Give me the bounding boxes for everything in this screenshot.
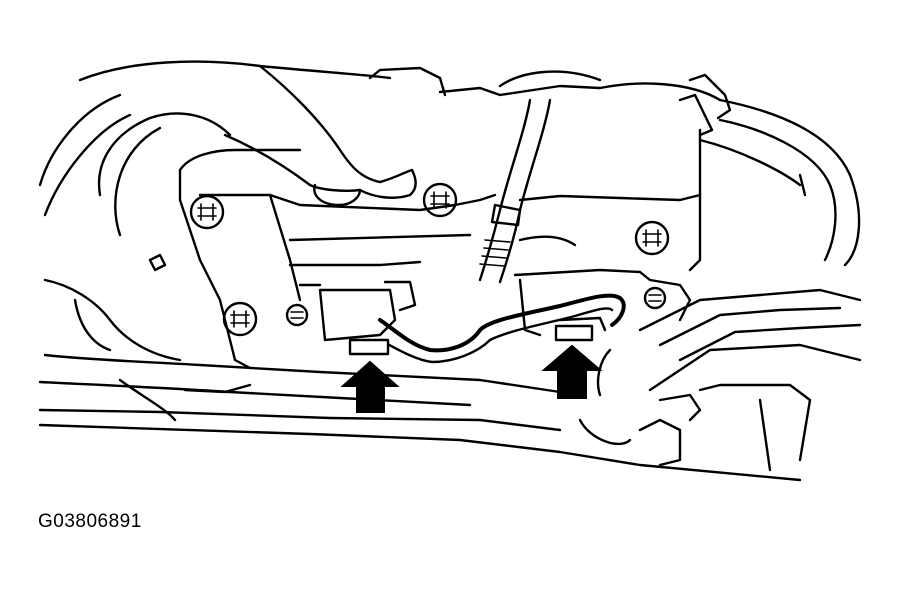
up-arrow-icon xyxy=(541,344,603,399)
right-hose xyxy=(678,73,861,267)
bolt-1 xyxy=(189,194,225,230)
bolt-2 xyxy=(422,182,458,218)
harness-clip-right xyxy=(554,316,607,342)
lower-crossmember xyxy=(38,353,802,482)
right-housing xyxy=(513,128,807,337)
bolt-4 xyxy=(222,301,258,337)
upper-hose xyxy=(223,64,417,207)
bolt-3 xyxy=(634,220,670,256)
harness-clip-left xyxy=(318,280,417,356)
lower-right-assembly xyxy=(578,288,862,472)
left-lower-details xyxy=(43,253,182,362)
up-arrow-icon xyxy=(340,360,400,413)
bolt-6 xyxy=(643,286,667,310)
harness-routing xyxy=(378,293,626,364)
mounting-bracket xyxy=(178,148,497,370)
bolt-5 xyxy=(285,303,309,327)
wiring-harness xyxy=(478,98,552,284)
figure-id-code: G03806891 xyxy=(38,511,142,532)
